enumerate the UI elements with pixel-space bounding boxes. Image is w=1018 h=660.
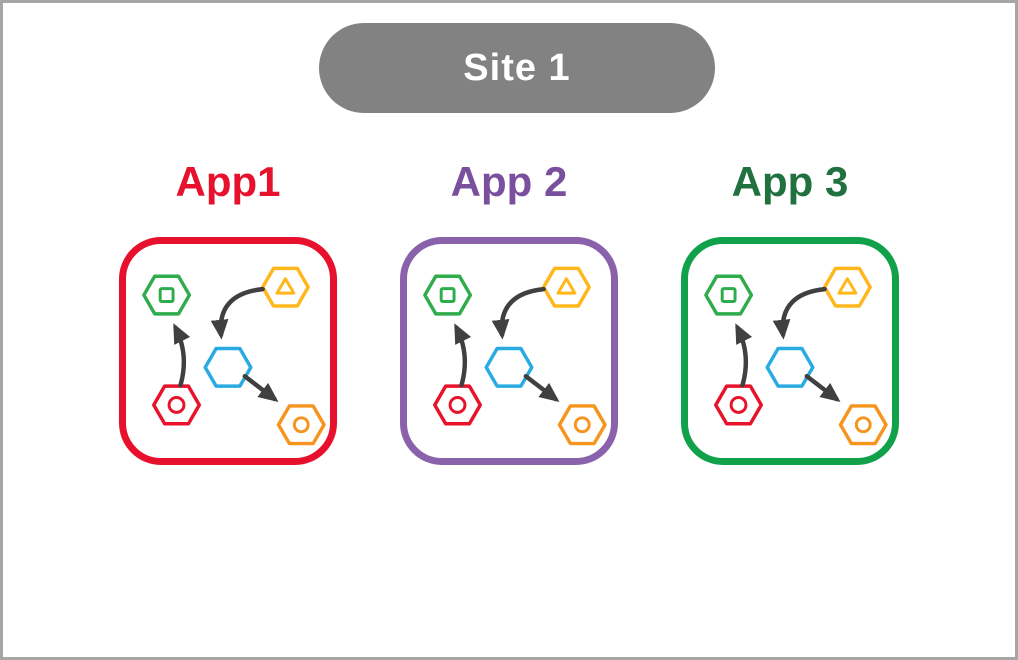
circle-glyph-icon (292, 416, 310, 434)
red-hexagon-node (152, 384, 202, 426)
app3-title: App 3 (731, 158, 849, 205)
edge-blue-to-orange-arrow (804, 374, 841, 403)
green-hexagon-node (704, 274, 754, 316)
app2-column: App 2 (399, 157, 619, 465)
red-hexagon-node (714, 384, 764, 426)
app1-column: App1 (118, 157, 338, 465)
orange-hexagon-node (838, 404, 888, 446)
edge-yellow-to-blue-arrow (210, 286, 265, 340)
triangle-glyph-icon (275, 277, 296, 295)
circle-glyph-icon (573, 416, 591, 434)
edge-yellow-to-blue-arrow (491, 286, 546, 340)
circle-glyph-icon (448, 396, 467, 414)
edge-yellow-to-blue-arrow (772, 286, 827, 340)
edge-red-to-green-arrow (173, 323, 191, 388)
red-hexagon-node (433, 384, 483, 426)
app-topology-graph (423, 266, 607, 446)
blue-hexagon-node (765, 346, 815, 388)
site-pill: Site 1 (319, 23, 715, 113)
edge-red-to-green-arrow (454, 323, 472, 388)
app1-title: App1 (175, 158, 281, 205)
orange-hexagon-node (276, 404, 326, 446)
square-glyph-icon (158, 287, 175, 303)
square-glyph-icon (439, 287, 456, 303)
app-topology-graph (704, 266, 888, 446)
circle-glyph-icon (729, 396, 748, 414)
blue-hexagon-node (484, 346, 534, 388)
green-hexagon-node (423, 274, 473, 316)
apps-row: App1 (3, 157, 1015, 465)
circle-glyph-icon (854, 416, 872, 434)
app3-box (681, 237, 899, 465)
orange-hexagon-node (557, 404, 607, 446)
yellow-hexagon-node (541, 266, 591, 308)
app3-column: App 3 (680, 157, 900, 465)
triangle-glyph-icon (556, 277, 577, 295)
app2-box (400, 237, 618, 465)
square-glyph-icon (720, 287, 737, 303)
site-label: Site 1 (463, 46, 571, 89)
app2-title: App 2 (450, 158, 568, 205)
edge-blue-to-orange-arrow (523, 374, 560, 403)
app1-box (119, 237, 337, 465)
yellow-hexagon-node (260, 266, 310, 308)
yellow-hexagon-node (822, 266, 872, 308)
edge-blue-to-orange-arrow (242, 374, 279, 403)
circle-glyph-icon (167, 396, 186, 414)
triangle-glyph-icon (837, 277, 858, 295)
edge-red-to-green-arrow (735, 323, 753, 388)
blue-hexagon-node (203, 346, 253, 388)
green-hexagon-node (142, 274, 192, 316)
app-topology-graph (142, 266, 326, 446)
